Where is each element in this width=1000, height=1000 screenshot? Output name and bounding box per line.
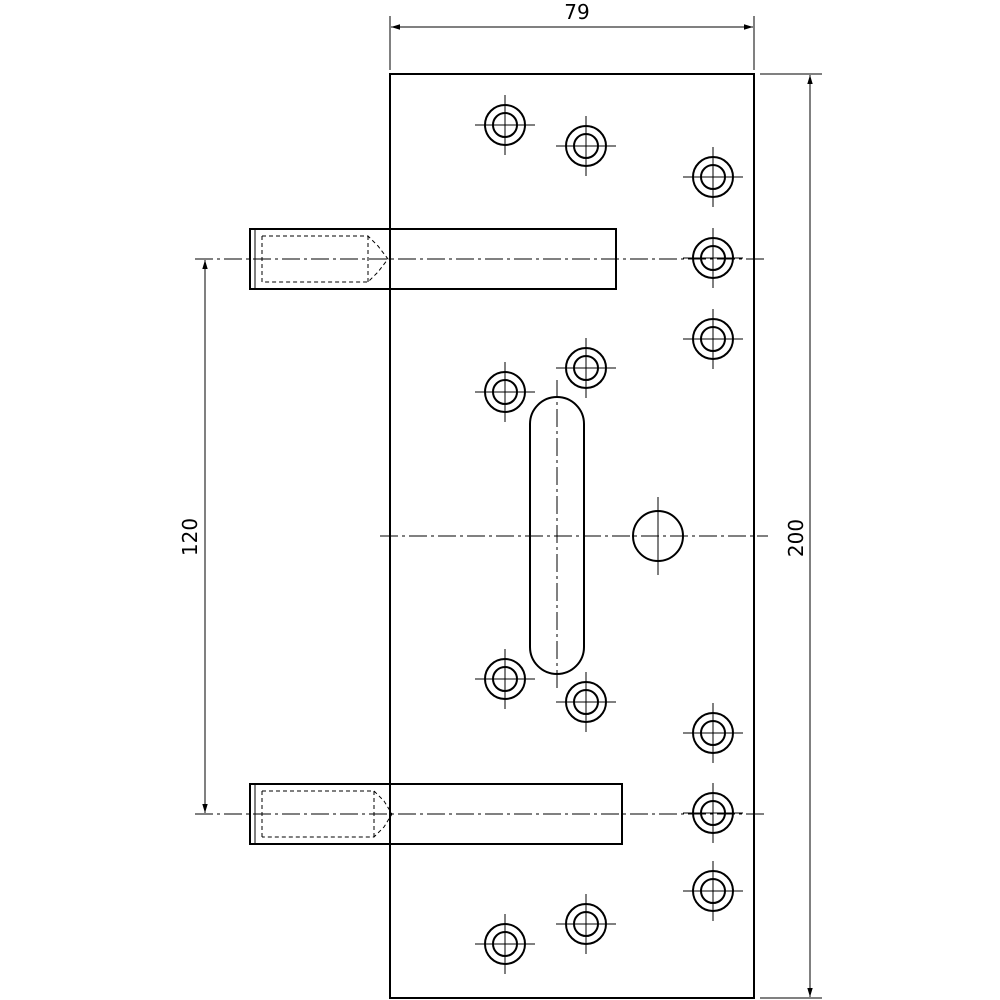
screw-hole	[475, 362, 535, 422]
screw-hole	[683, 861, 743, 921]
screw-hole	[556, 894, 616, 954]
screw-hole	[556, 116, 616, 176]
screw-hole	[683, 783, 743, 843]
screw-hole	[683, 703, 743, 763]
screw-hole	[683, 309, 743, 369]
dim-width-label: 79	[564, 0, 589, 24]
dim-spacing: 120	[178, 260, 208, 813]
center-hole	[380, 497, 768, 575]
screw-hole	[683, 228, 743, 288]
slot-outline	[529, 396, 585, 675]
screw-hole	[556, 672, 616, 732]
screw-hole	[683, 147, 743, 207]
screw-holes	[475, 95, 743, 974]
bottom-pin	[195, 783, 768, 845]
dim-spacing-label: 120	[178, 518, 202, 556]
screw-hole	[475, 914, 535, 974]
dim-width: 79	[389, 0, 755, 70]
top-pin	[195, 228, 768, 290]
screw-hole	[475, 649, 535, 709]
screw-hole	[475, 95, 535, 155]
dim-height: 200	[760, 73, 822, 999]
slot	[529, 380, 585, 690]
dim-height-label: 200	[784, 519, 808, 557]
screw-hole	[556, 338, 616, 398]
bottom-pin-body	[249, 783, 623, 845]
